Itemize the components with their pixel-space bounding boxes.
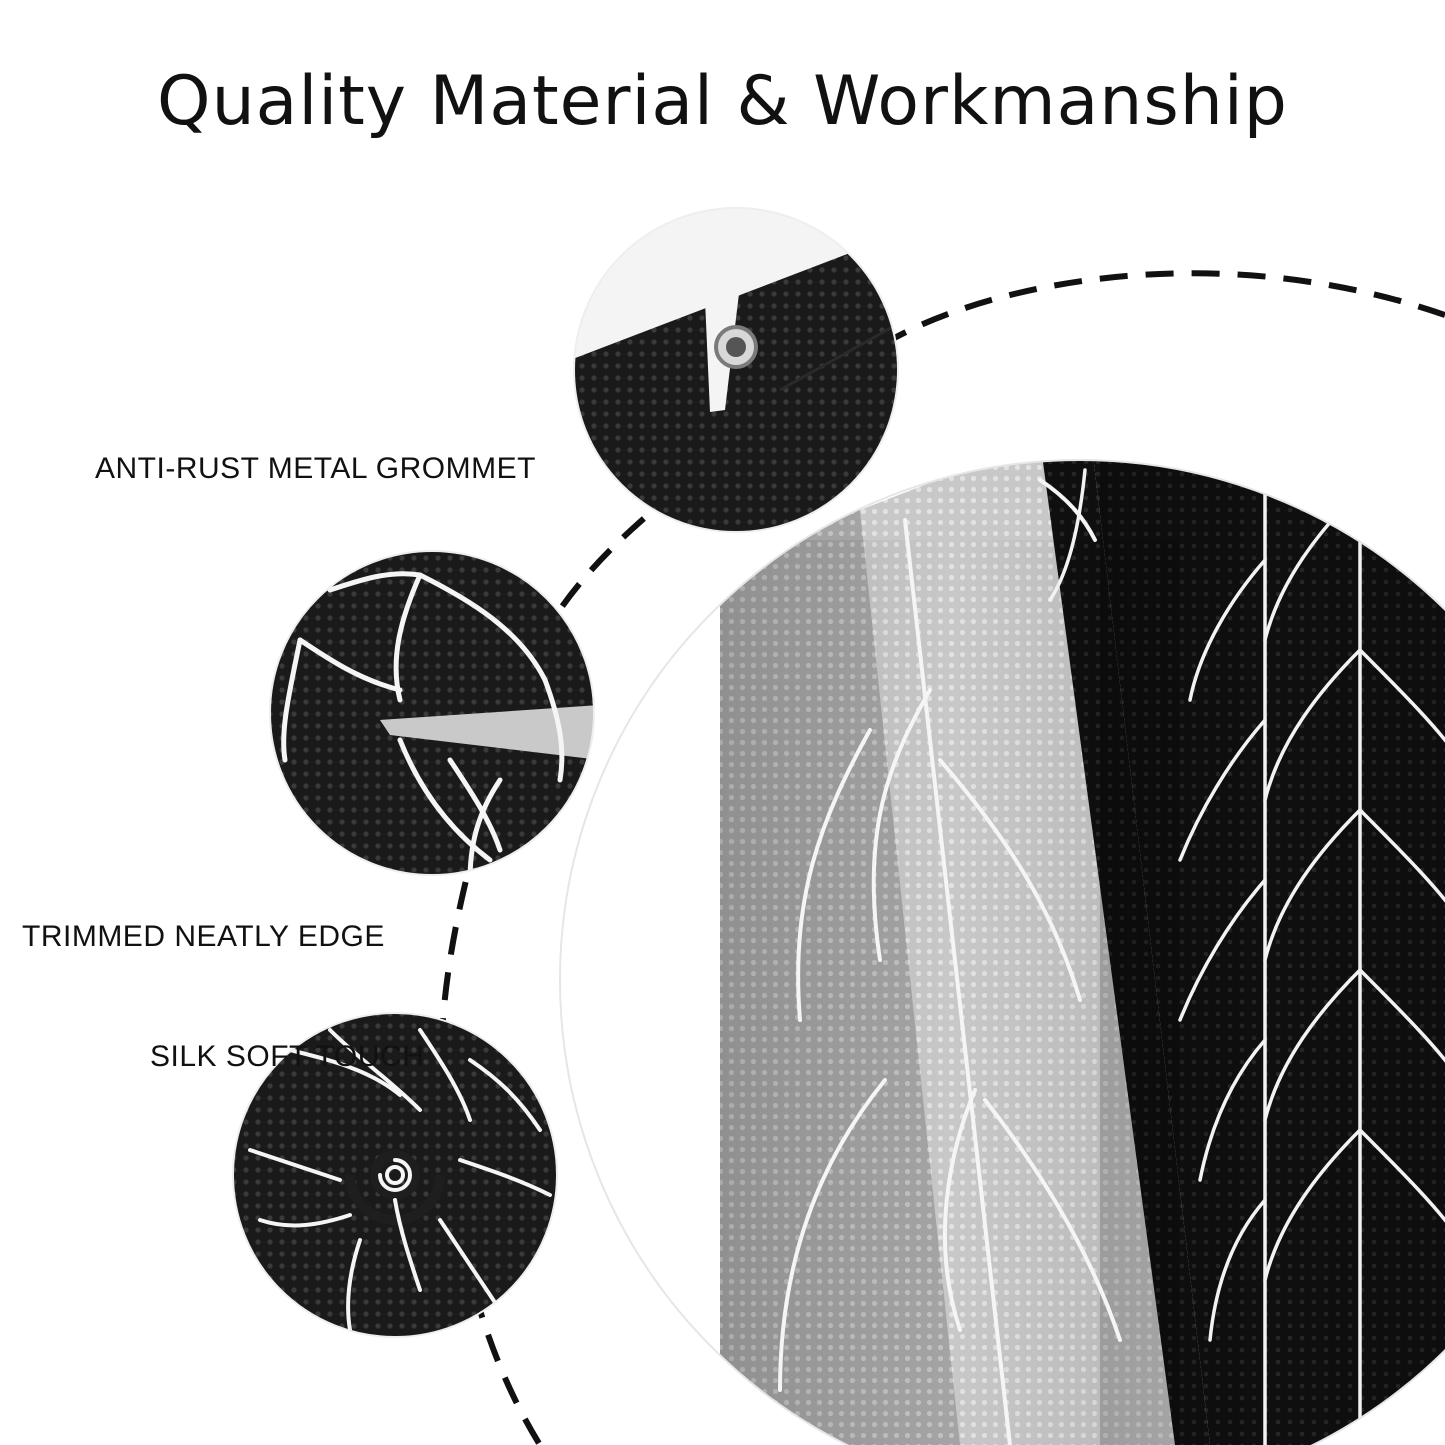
feature-label-grommet: ANTI-RUST METAL GROMMET [95, 452, 536, 485]
curtain-closeup-image [559, 459, 1445, 1445]
headline: Quality Material & Workmanship [157, 62, 1288, 141]
grommet-closeup-icon [573, 207, 899, 533]
feature-label-touch: SILK SOFT TOUCH [150, 1040, 425, 1073]
feature-label-edge: TRIMMED NEATLY EDGE [22, 920, 385, 953]
fabric-swirl-closeup-icon [232, 1012, 558, 1338]
edge-closeup-icon [269, 550, 595, 876]
